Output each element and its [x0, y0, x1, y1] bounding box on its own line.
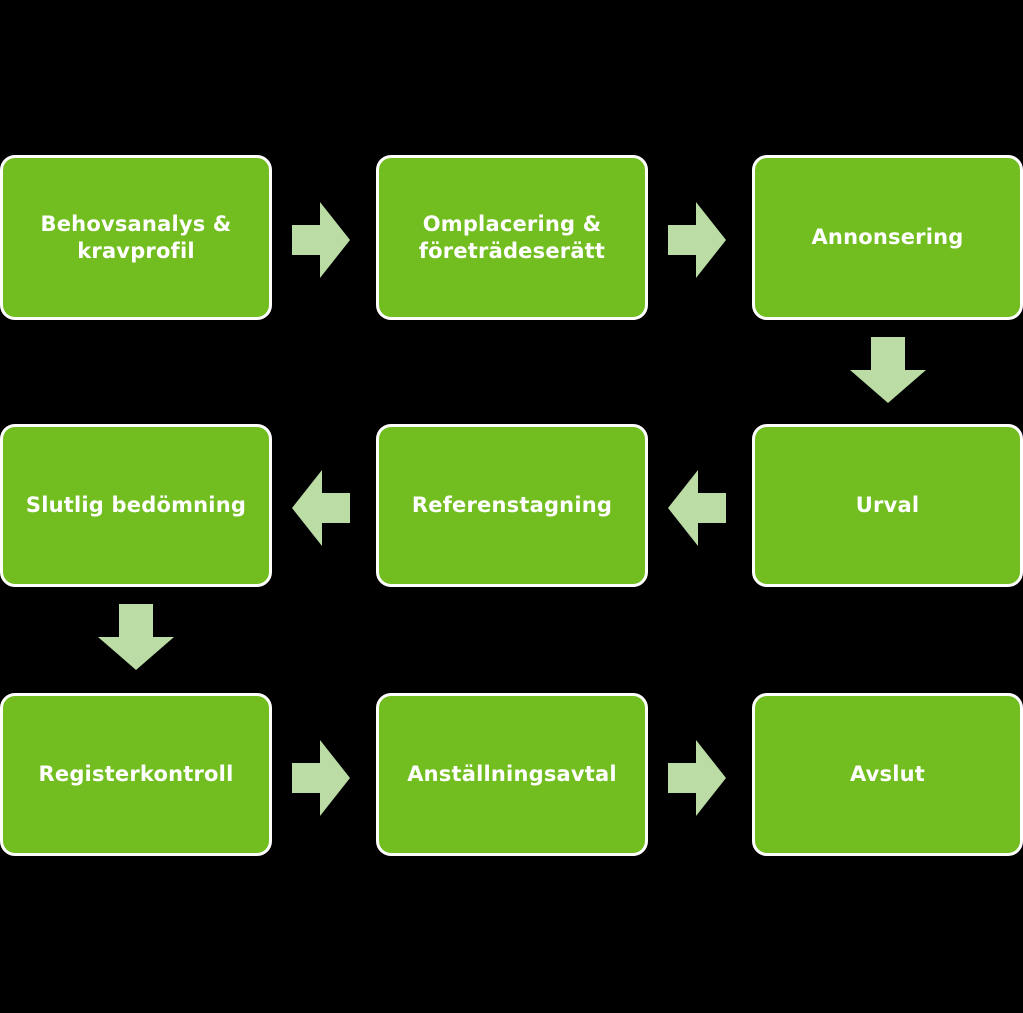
node-label: Behovsanalys & kravprofil: [40, 212, 232, 263]
node-label: Avslut: [849, 762, 926, 787]
node-label: Referenstagning: [411, 493, 613, 518]
flow-node-anstallningsavtal[interactable]: Anställningsavtal: [376, 693, 648, 856]
node-label: Registerkontroll: [38, 762, 234, 787]
flow-node-annonsering[interactable]: Annonsering: [752, 155, 1023, 320]
arrow-omplacering-to-annonsering: [668, 202, 726, 278]
flow-node-behovsanalys-kravprofil[interactable]: Behovsanalys & kravprofil: [0, 155, 272, 320]
node-label: Omplacering & företrädeserätt: [418, 212, 606, 263]
arrow-behovsanalys-to-omplacering: [292, 202, 350, 278]
flow-node-referenstagning[interactable]: Referenstagning: [376, 424, 648, 587]
flow-node-registerkontroll[interactable]: Registerkontroll: [0, 693, 272, 856]
arrow-urval-to-referenstagning: [668, 470, 726, 546]
node-label: Annonsering: [811, 225, 964, 250]
node-label: Anställningsavtal: [407, 762, 617, 787]
flow-node-urval[interactable]: Urval: [752, 424, 1023, 587]
node-label: Urval: [855, 493, 920, 518]
node-label: Slutlig bedömning: [25, 493, 247, 518]
arrow-anstallningsavtal-to-avslut: [668, 740, 726, 816]
arrow-annonsering-to-urval: [850, 337, 926, 403]
arrow-registerkontroll-to-anstallningsavtal: [292, 740, 350, 816]
arrow-slutlig-bedomning-to-registerkontroll: [98, 604, 174, 670]
flow-node-avslut[interactable]: Avslut: [752, 693, 1023, 856]
arrow-referenstagning-to-slutlig-bedomning: [292, 470, 350, 546]
flow-node-omplacering-foretradeseratt[interactable]: Omplacering & företrädeserätt: [376, 155, 648, 320]
flow-node-slutlig-bedomning[interactable]: Slutlig bedömning: [0, 424, 272, 587]
